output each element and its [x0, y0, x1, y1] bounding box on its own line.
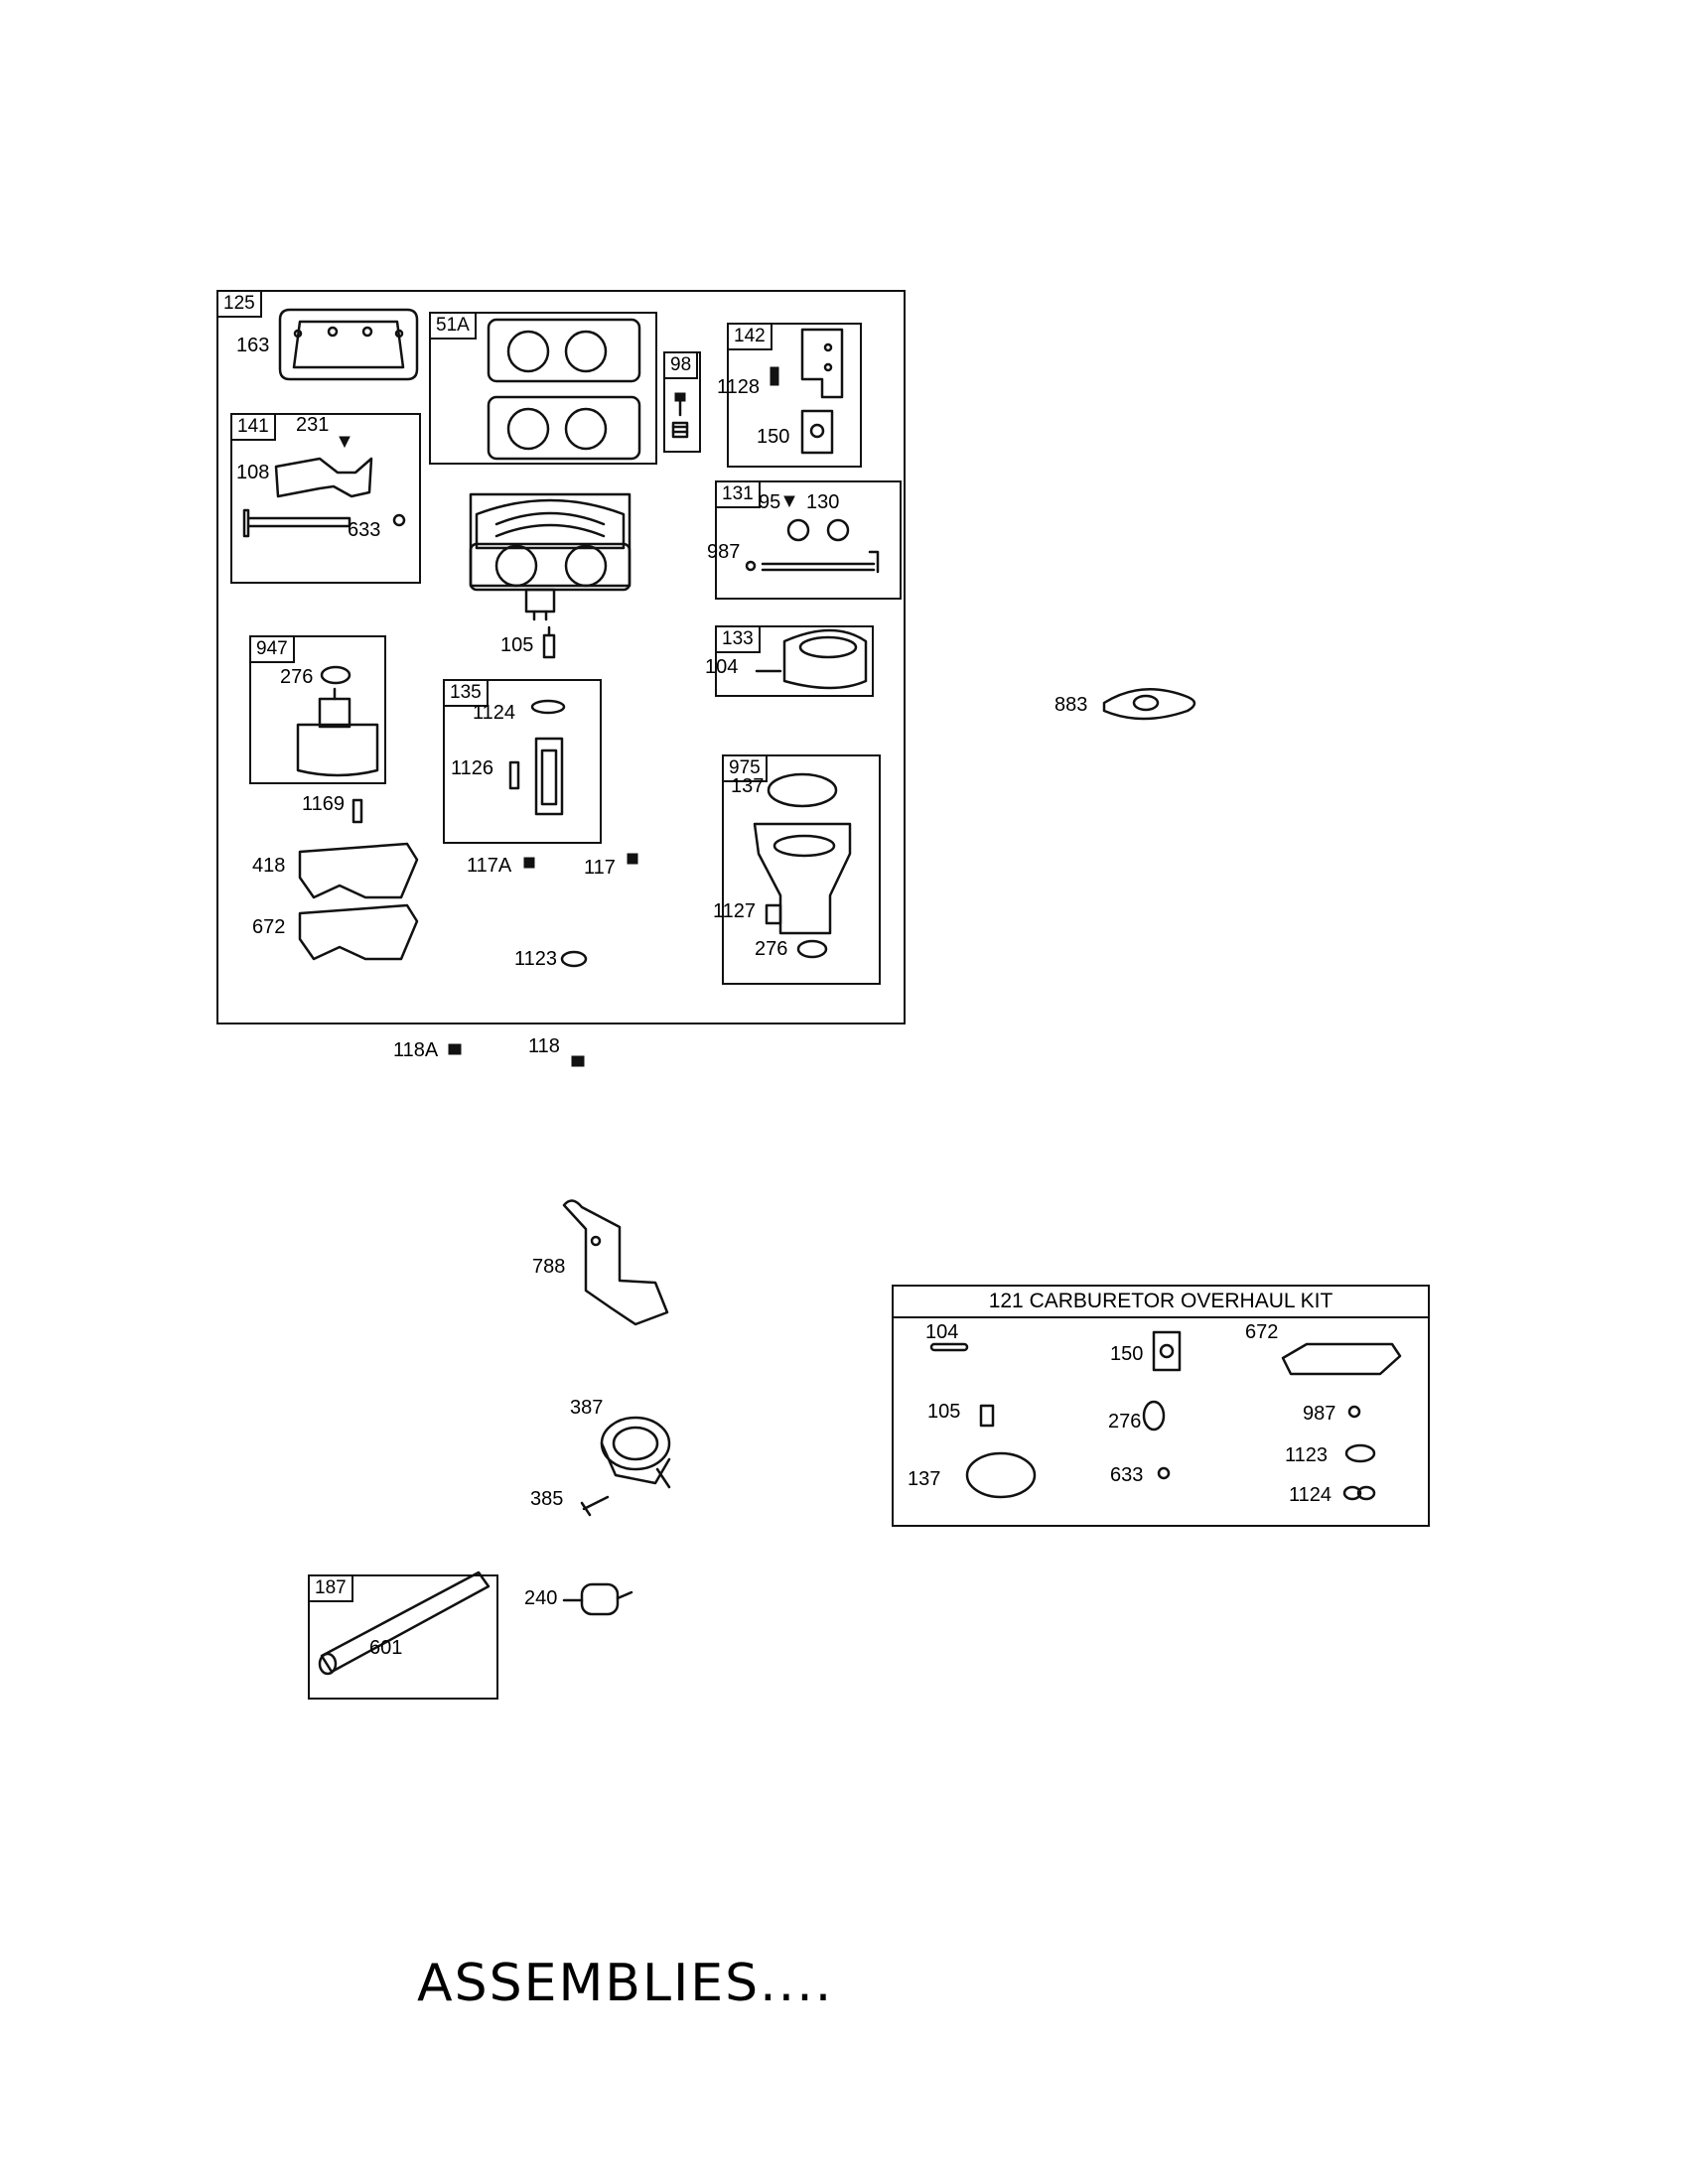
- float-drawing: [508, 699, 566, 816]
- kit-part-1123: 1123: [1285, 1444, 1329, 1466]
- gasket-883-drawing: [1102, 688, 1196, 721]
- screw-118-drawing: [571, 1055, 585, 1067]
- part-label-240: 240: [524, 1587, 558, 1609]
- part-label-672: 672: [252, 916, 286, 938]
- part-label-1126: 1126: [451, 757, 494, 779]
- part-label-137: 137: [731, 775, 765, 797]
- choke-plate-drawing: [242, 436, 406, 538]
- part-label-987: 987: [707, 541, 741, 563]
- ref-tag-135: 135: [443, 679, 489, 707]
- ref-tag-187: 187: [308, 1574, 353, 1602]
- part-label-118: 118: [528, 1035, 560, 1057]
- part-label-633: 633: [348, 519, 381, 541]
- overhaul-kit-title: 121 CARBURETOR OVERHAUL KIT: [894, 1287, 1428, 1318]
- part-label-163: 163: [236, 335, 270, 356]
- part-label-118a: 118A: [393, 1039, 439, 1061]
- part-label-108: 108: [236, 462, 270, 483]
- ref-tag-141: 141: [230, 413, 276, 441]
- part-label-276-solenoid: 276: [280, 666, 314, 688]
- part-label-117a: 117A: [467, 855, 512, 877]
- kit-part-633: 633: [1110, 1464, 1144, 1486]
- part-label-130: 130: [806, 491, 840, 513]
- part-label-418: 418: [252, 855, 286, 877]
- ref-tag-125: 125: [216, 290, 262, 318]
- part-label-1128: 1128: [717, 376, 761, 398]
- carburetor-body-drawing: [469, 492, 632, 621]
- part-label-385: 385: [530, 1488, 564, 1510]
- fuel-solenoid-drawing: [296, 665, 379, 777]
- fuel-line-kit-frame: 187: [308, 1574, 498, 1700]
- screw-117a-drawing: [523, 857, 535, 869]
- screw-118a-drawing: [448, 1043, 462, 1055]
- screw-1169-drawing: [351, 798, 363, 824]
- part-label-117: 117: [584, 857, 616, 879]
- kit-part-105: 105: [927, 1401, 961, 1423]
- ref-tag-947: 947: [249, 635, 295, 663]
- throttle-parts-drawing: [745, 495, 880, 574]
- part-label-387: 387: [570, 1397, 604, 1419]
- fuel-pump-drawing: [600, 1416, 671, 1489]
- screw-117-drawing: [627, 853, 638, 865]
- ref-tag-131: 131: [715, 480, 761, 508]
- choke-bracket-drawing: [770, 328, 844, 455]
- float-kit-frame: 135: [443, 679, 602, 844]
- kit-part-104: 104: [925, 1321, 959, 1343]
- part-label-150: 150: [757, 426, 790, 448]
- carburetor-assembly-frame: 125: [216, 290, 906, 1024]
- part-label-105: 105: [500, 634, 534, 656]
- page-footer-title: ASSEMBLIES....: [417, 1954, 834, 2013]
- kit-part-137: 137: [908, 1468, 941, 1490]
- carburetor-gaskets-drawing: [487, 318, 641, 461]
- fuel-line-drawing: [318, 1570, 491, 1676]
- ref-tag-142: 142: [727, 323, 772, 350]
- kit-part-672: 672: [1245, 1321, 1279, 1343]
- ref-tag-98: 98: [663, 351, 699, 379]
- bracket-kit-frame: 142: [727, 323, 862, 468]
- part-label-1123: 1123: [514, 948, 558, 970]
- part-label-601: 601: [369, 1637, 403, 1659]
- air-cleaner-gasket-drawing: [278, 308, 419, 381]
- part-label-1124: 1124: [473, 702, 516, 724]
- float-bowl-drawing: [755, 628, 868, 690]
- air-cleaner-base-gaskets-drawing: [298, 842, 419, 961]
- screw-385-drawing: [580, 1495, 610, 1517]
- fuel-bowl-kit-frame: 975: [722, 754, 881, 985]
- fuel-filter-drawing: [562, 1582, 633, 1616]
- kit-part-987: 987: [1303, 1403, 1336, 1425]
- throttle-kit-frame: 131: [715, 480, 902, 600]
- part-label-276-bowl: 276: [755, 938, 788, 960]
- ref-tag-133: 133: [715, 625, 761, 653]
- part-label-104: 104: [705, 656, 739, 678]
- part-label-1127: 1127: [713, 900, 757, 922]
- gasket-set-frame: 51A: [429, 312, 657, 465]
- part-label-788: 788: [532, 1256, 566, 1278]
- part-label-1169: 1169: [302, 793, 346, 815]
- bracket-788-drawing: [562, 1199, 669, 1326]
- kit-part-150: 150: [1110, 1343, 1144, 1365]
- overhaul-kit-box: 121 CARBURETOR OVERHAUL KIT: [892, 1285, 1430, 1527]
- kit-part-1124: 1124: [1289, 1484, 1333, 1506]
- part-label-231: 231: [296, 414, 330, 436]
- gasket-1123-drawing: [560, 950, 588, 968]
- screw-spring-drawing: [671, 392, 689, 439]
- part-label-883: 883: [1054, 694, 1088, 716]
- inlet-needle-drawing: [542, 625, 556, 659]
- float-bowl-kit-frame: 133: [715, 625, 874, 697]
- screw-frame: 98: [663, 351, 701, 453]
- ref-tag-975: 975: [722, 754, 768, 782]
- kit-parts-drawings: [929, 1330, 1402, 1501]
- choke-plate-kit-frame: 141: [230, 413, 421, 584]
- kit-part-276: 276: [1108, 1411, 1142, 1433]
- fuel-bowl-drawing: [753, 772, 852, 959]
- solenoid-kit-frame: 947: [249, 635, 386, 784]
- ref-tag-51a: 51A: [429, 312, 477, 340]
- part-label-95: 95: [759, 491, 781, 513]
